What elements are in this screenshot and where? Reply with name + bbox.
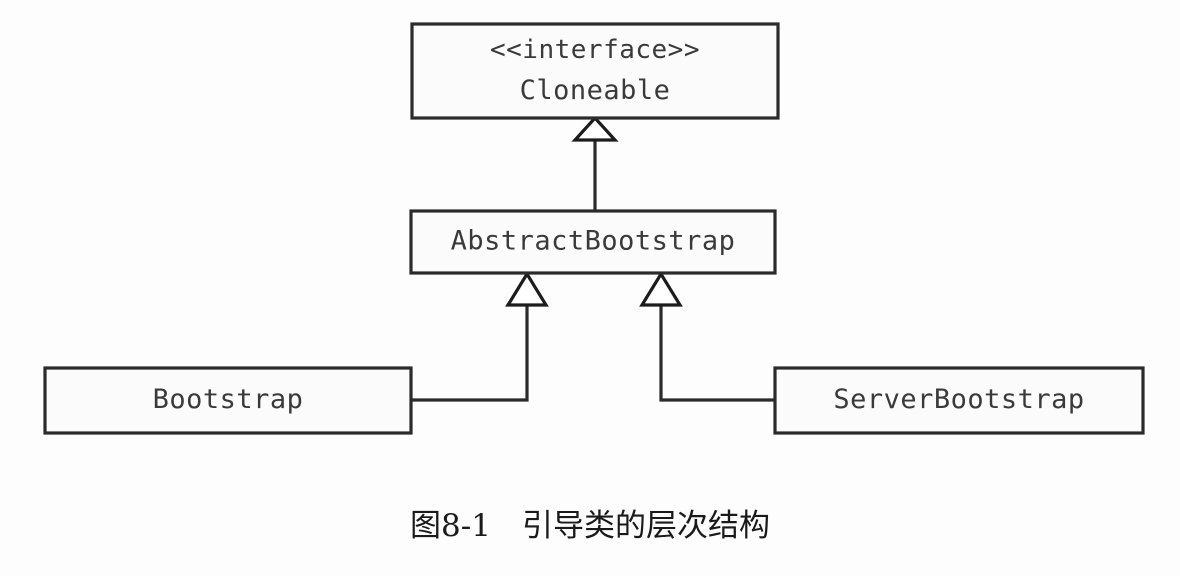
- class-box-server-bootstrap[interactable]: ServerBootstrap: [773, 366, 1145, 435]
- class-box-border: [409, 209, 777, 275]
- class-name-label: ServerBootstrap: [833, 384, 1084, 415]
- generalization-edge: [571, 115, 619, 211]
- class-box-border: [43, 366, 413, 435]
- class-box-layer: <<interface>> CloneableAbstractBootstrapB…: [43, 22, 1145, 435]
- class-name-label: AbstractBootstrap: [451, 226, 736, 257]
- connector-layer: [411, 115, 775, 402]
- class-name-label: Cloneable: [520, 75, 671, 106]
- connector-line: [659, 305, 775, 402]
- inheritance-triangle-icon: [639, 270, 683, 307]
- generalization-edge: [411, 270, 549, 402]
- class-box-bootstrap[interactable]: Bootstrap: [43, 366, 413, 435]
- class-stereotype-label: <<interface>>: [490, 35, 700, 65]
- class-box-abstract-bootstrap[interactable]: AbstractBootstrap: [409, 209, 777, 275]
- class-box-cloneable[interactable]: <<interface>> Cloneable: [410, 22, 780, 120]
- class-box-border: [773, 366, 1145, 435]
- inheritance-triangle-icon: [505, 270, 549, 307]
- figure-caption: 图8-1 引导类的层次结构: [410, 508, 770, 544]
- generalization-edge: [639, 270, 775, 402]
- class-box-border: [410, 22, 780, 120]
- class-name-label: Bootstrap: [153, 384, 304, 415]
- connector-line: [411, 305, 529, 402]
- inheritance-triangle-icon: [571, 115, 619, 142]
